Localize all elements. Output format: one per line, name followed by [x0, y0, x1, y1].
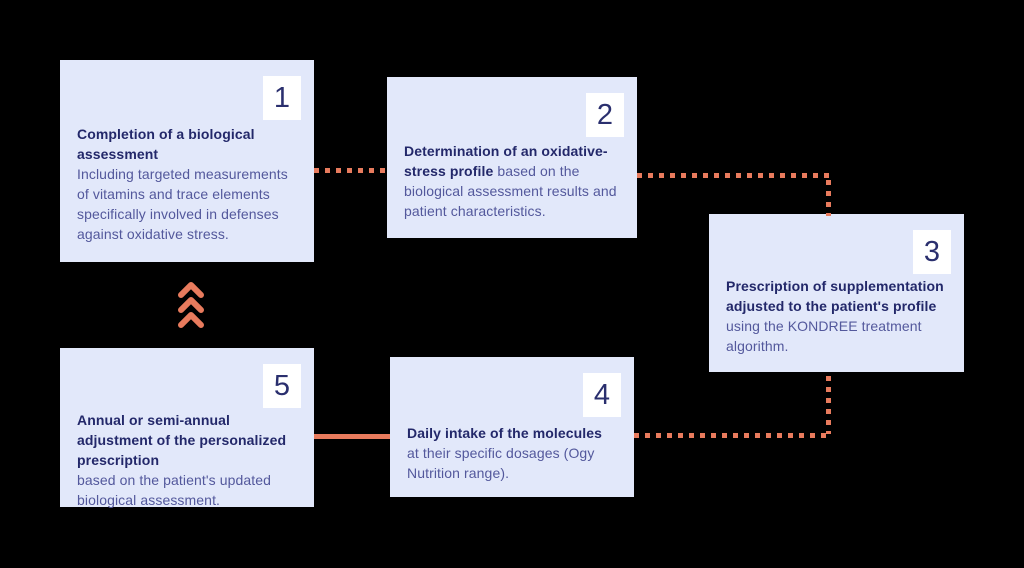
step-text: Annual or semi-annual adjustment of the … — [77, 410, 298, 510]
step-body: based on the patient's updated biologica… — [77, 472, 272, 508]
step-body: based on the biological assessment resul… — [404, 163, 617, 219]
step-card-1: 1 Completion of a biological assessment … — [60, 60, 314, 262]
step-number: 2 — [596, 98, 614, 131]
connector-step1-step2-dotted — [314, 168, 388, 173]
step-text: Prescription of supplementation adjusted… — [726, 276, 948, 356]
step-body: Including targeted measurements of vitam… — [77, 166, 288, 242]
step-number-badge: 4 — [583, 373, 621, 417]
step-number-badge: 2 — [586, 93, 624, 137]
step-card-3: 3 Prescription of supplementation adjust… — [709, 214, 964, 372]
step-text: Determination of an oxidative-stress pro… — [404, 141, 621, 221]
step-text: Completion of a biological assessment In… — [77, 124, 298, 244]
step-title: Annual or semi-annual adjustment of the … — [77, 412, 287, 468]
connector-step2-step3-dotted-vertical — [826, 180, 831, 216]
step-title: Daily intake of the molecules — [407, 425, 603, 441]
step-title: Prescription of supplementation adjusted… — [726, 278, 944, 314]
step-number: 4 — [593, 378, 611, 411]
connector-step5-step4-solid — [314, 434, 390, 439]
step-number: 1 — [273, 81, 291, 114]
step-title: Determination of an oxidative-stress pro… — [404, 143, 608, 179]
step-body: using the KONDREE treatment algorithm. — [726, 318, 922, 354]
chevron-up-arrow-icon — [177, 280, 205, 328]
step-number: 3 — [923, 235, 941, 268]
step-number-badge: 1 — [263, 76, 301, 120]
step-number-badge: 3 — [913, 230, 951, 274]
connector-step2-step3-dotted-horizontal — [637, 173, 830, 178]
step-number-badge: 5 — [263, 364, 301, 408]
connector-step3-step4-dotted-vertical — [826, 376, 831, 434]
step-card-5: 5 Annual or semi-annual adjustment of th… — [60, 348, 314, 510]
step-card-2: 2 Determination of an oxidative-stress p… — [387, 77, 637, 238]
connector-step3-step4-dotted-horizontal — [634, 433, 828, 438]
step-number: 5 — [273, 369, 291, 402]
step-card-4: 4 Daily intake of the molecules at their… — [390, 357, 634, 497]
step-title: Completion of a biological assessment — [77, 126, 255, 162]
step-body: at their specific dosages (Ogy Nutrition… — [407, 445, 595, 481]
step-text: Daily intake of the molecules at their s… — [407, 423, 618, 483]
